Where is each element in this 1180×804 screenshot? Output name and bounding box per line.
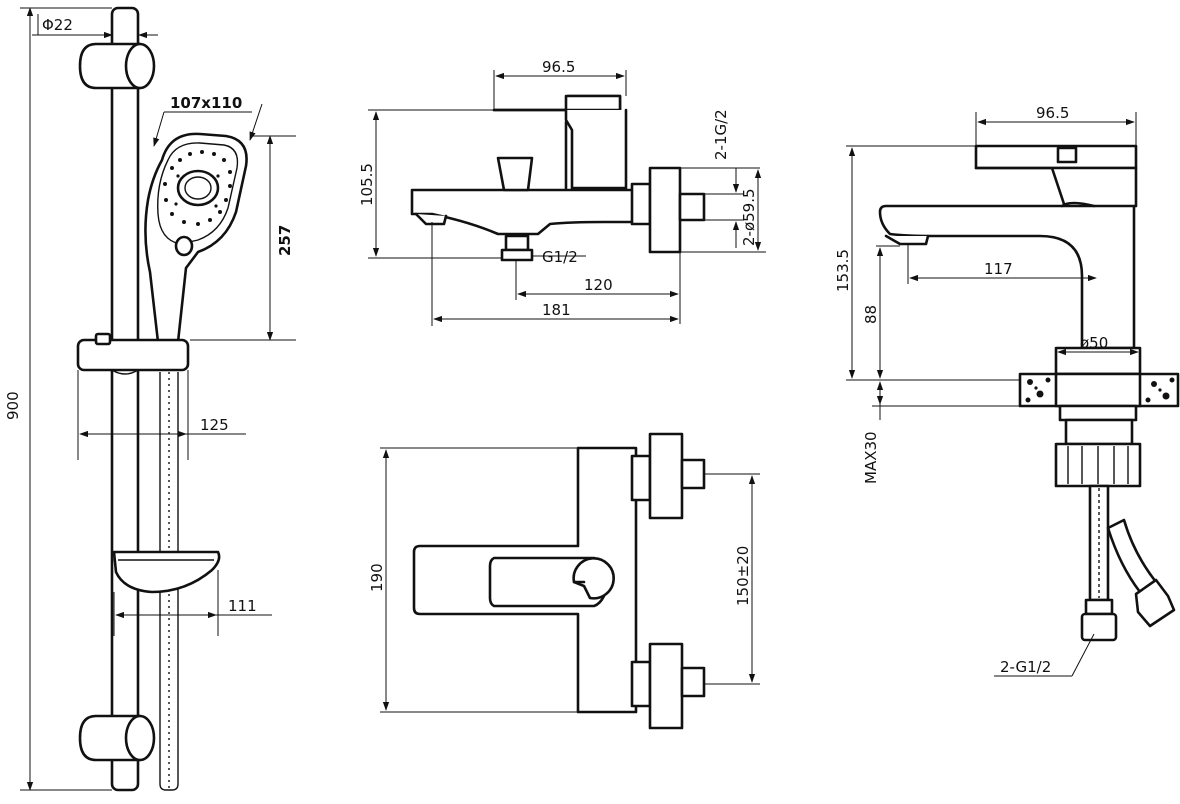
dim-basin-total-height: 153.5	[834, 145, 1020, 381]
countertop-section	[1018, 372, 1180, 408]
dim-label-basin-hose-thread: 2-G1/2	[1000, 658, 1051, 676]
dim-bath-flange-diameter: 2-ø59.5	[680, 169, 766, 253]
dim-head-length: 257	[190, 135, 296, 341]
dim-basin-hose-thread: 2-G1/2	[994, 633, 1095, 677]
dim-label-rail-diameter: Φ22	[42, 16, 73, 34]
dim-basin-counter-thickness: MAX30	[862, 381, 1020, 484]
dim-label-head-size: 107x110	[170, 94, 242, 112]
dim-label-bath-spout-to-wall: 120	[584, 276, 613, 294]
dim-label-bath-overall-length: 181	[542, 301, 571, 319]
top-wall-bracket	[78, 42, 156, 90]
dim-label-basin-base-diameter: ø50	[1080, 334, 1108, 352]
dim-label-bath-center-distance: 150±20	[734, 546, 752, 606]
dim-basin-spout-height: 88	[862, 245, 900, 379]
soap-dish	[112, 550, 221, 594]
dim-bath-spout-to-wall: 120	[515, 252, 681, 324]
slider-holder	[76, 332, 190, 375]
dim-bath-handle-width: 96.5	[493, 58, 627, 110]
basin-mixer-view: 96.5 153.5 117 88 ø50	[834, 104, 1180, 677]
dim-label-basin-counter-thickness: MAX30	[862, 431, 880, 484]
dim-rail-diameter: Φ22	[32, 14, 158, 39]
dim-label-soap-dish-width: 111	[228, 597, 257, 615]
dim-basin-base-diameter: ø50	[1057, 334, 1139, 356]
dim-label-head-length: 257	[276, 225, 294, 256]
dim-label-holder-projection: 125	[200, 416, 229, 434]
dim-bath-depth: 190	[368, 447, 578, 713]
dim-label-basin-spout-reach: 117	[984, 260, 1013, 278]
dim-bath-diverter-thread: G1/2	[532, 248, 586, 266]
dim-total-height: 900	[4, 7, 112, 791]
supply-hoses	[1080, 484, 1176, 642]
dim-label-total-height: 900	[4, 391, 22, 420]
bottom-wall-bracket	[78, 714, 156, 762]
dim-label-bath-depth: 190	[368, 563, 386, 592]
shower-set-view: Φ22 107x110 257 900 125	[4, 6, 296, 792]
dim-head-size: 107x110	[153, 94, 263, 147]
dim-label-bath-handle-width: 96.5	[542, 58, 575, 76]
dim-bath-overall-length: 181	[431, 222, 679, 326]
bath-mixer-top-view: 190 150±20	[368, 432, 760, 730]
dim-label-bath-flange-diameter: 2-ø59.5	[740, 188, 758, 246]
dim-label-basin-handle-width: 96.5	[1036, 104, 1069, 122]
dim-holder-projection: 125	[77, 370, 246, 460]
dim-label-basin-spout-height: 88	[862, 305, 880, 324]
dim-label-bath-height: 105.5	[358, 163, 376, 206]
dim-bath-center-distance: 150±20	[704, 473, 760, 685]
bath-mixer-side-view: 96.5 105.5 2-1G/2 2-ø59.5 G1/2	[358, 58, 766, 326]
dim-label-bath-outlet-thread: 2-1G/2	[712, 109, 730, 160]
hand-shower	[144, 132, 248, 344]
dim-basin-spout-reach: 117	[907, 244, 1097, 284]
dim-soap-dish-width: 111	[113, 570, 272, 636]
dim-label-basin-total-height: 153.5	[834, 249, 852, 292]
slide-rail	[110, 6, 140, 792]
dim-label-bath-diverter-thread: G1/2	[542, 248, 578, 266]
dim-bath-height: 105.5	[358, 109, 502, 259]
dim-bath-outlet-thread: 2-1G/2	[680, 109, 760, 248]
shower-hose	[159, 372, 179, 791]
dim-basin-handle-width: 96.5	[975, 104, 1137, 146]
